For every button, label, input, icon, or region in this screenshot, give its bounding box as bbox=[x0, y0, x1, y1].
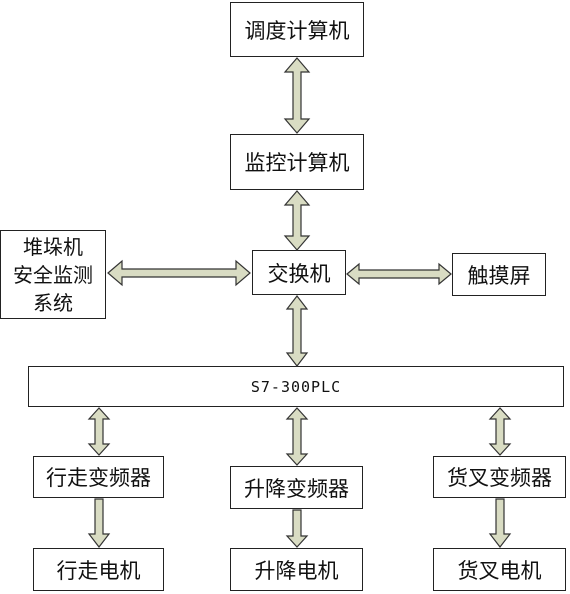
switch-box: 交换机 bbox=[252, 250, 346, 295]
safety-monitor-line-3: 系统 bbox=[33, 290, 73, 315]
safety-switch-arrow bbox=[107, 259, 251, 287]
dispatch-computer-box: 调度计算机 bbox=[230, 2, 364, 57]
safety-monitor-box: 堆垛机 安全监测 系统 bbox=[0, 230, 106, 319]
plc-travel-inverter-arrow bbox=[87, 407, 111, 456]
plc-lift-inverter-arrow bbox=[285, 407, 309, 466]
touchscreen-box: 触摸屏 bbox=[452, 253, 546, 296]
fork-motor-box: 货叉电机 bbox=[433, 548, 566, 591]
travel-motor-box: 行走电机 bbox=[33, 548, 164, 591]
switch-plc-arrow bbox=[285, 295, 309, 367]
dispatch-monitor-arrow bbox=[283, 57, 311, 134]
monitor-computer-box: 监控计算机 bbox=[230, 134, 364, 190]
switch-touchscreen-arrow bbox=[346, 262, 452, 286]
plc-fork-inverter-arrow bbox=[488, 407, 512, 456]
plc-bar: S7-300PLC bbox=[28, 366, 564, 407]
safety-monitor-line-2: 安全监测 bbox=[13, 262, 93, 287]
travel-inverter-motor-arrow bbox=[87, 498, 111, 548]
fork-inverter-box: 货叉变频器 bbox=[433, 456, 566, 498]
fork-inverter-motor-arrow bbox=[488, 498, 512, 548]
monitor-switch-arrow bbox=[283, 190, 311, 251]
lift-inverter-motor-arrow bbox=[285, 509, 309, 548]
travel-inverter-box: 行走变频器 bbox=[33, 456, 164, 498]
lift-motor-box: 升降电机 bbox=[230, 548, 363, 591]
safety-monitor-line-1: 堆垛机 bbox=[23, 234, 83, 259]
lift-inverter-box: 升降变频器 bbox=[230, 466, 363, 509]
